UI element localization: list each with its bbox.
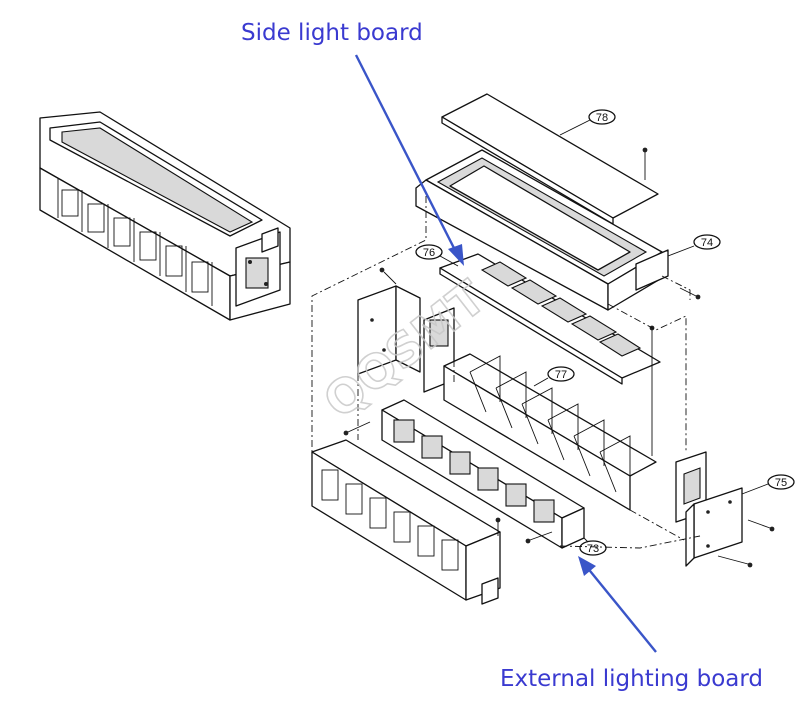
part-number-77: 77 bbox=[555, 369, 567, 381]
right-outer-bracket bbox=[685, 487, 743, 567]
part-number-75: 75 bbox=[775, 477, 787, 489]
part-number-73: 73 bbox=[587, 543, 599, 555]
side-light-board bbox=[439, 253, 661, 385]
left-bracket bbox=[357, 285, 455, 393]
bottom-housing bbox=[311, 439, 501, 605]
screw-mid-left bbox=[343, 421, 371, 436]
screw-bottom-left bbox=[525, 531, 553, 544]
part-number-76: 76 bbox=[423, 247, 435, 259]
arrow-external-lighting-board bbox=[578, 556, 657, 653]
screw-right-1 bbox=[747, 519, 775, 532]
screw-bottom-housing bbox=[495, 517, 501, 536]
part-number-78: 78 bbox=[596, 112, 608, 124]
label-external-lighting-board: External lighting board bbox=[500, 666, 763, 692]
arrow-side-light-board bbox=[354, 54, 464, 266]
screw-left-top bbox=[379, 267, 397, 285]
assembly-guide-lines bbox=[311, 196, 701, 549]
external-lighting-board bbox=[381, 399, 585, 549]
screw-right-2 bbox=[717, 555, 753, 568]
reflector-divider-assembly bbox=[443, 325, 657, 511]
part-number-74: 74 bbox=[701, 237, 713, 249]
screw-top-right bbox=[679, 287, 701, 300]
assembled-light-unit bbox=[39, 111, 291, 321]
top-housing bbox=[415, 149, 669, 311]
screw-top bbox=[642, 147, 648, 180]
label-side-light-board: Side light board bbox=[241, 20, 423, 46]
